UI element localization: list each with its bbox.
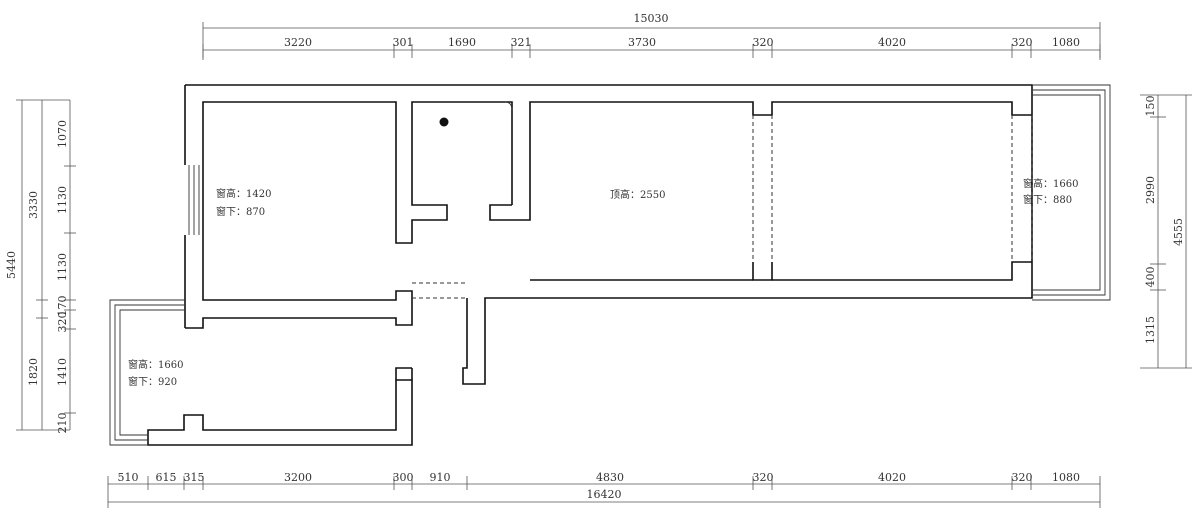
right-overall-label: 4555 (1172, 218, 1185, 246)
bottom-dim-9: 320 (1012, 471, 1033, 484)
bottom-dim-4: 300 (393, 471, 414, 484)
left-inner-5: 1410 (56, 358, 69, 386)
left-inner-1: 1130 (56, 186, 69, 214)
bottom-dim-2: 315 (184, 471, 205, 484)
room-left-line2: 窗下：870 (216, 205, 265, 218)
bottom-dim-1: 615 (156, 471, 177, 484)
top-dim-2: 1690 (448, 36, 476, 49)
top-dim-3: 321 (511, 36, 532, 49)
room-center-line1: 顶高：2550 (610, 188, 665, 201)
top-dim-5: 320 (753, 36, 774, 49)
right-dimensions: 150 2990 400 1315 4555 (1140, 94, 1192, 369)
left-dimensions: 5440 3330 1820 1070 1130 1130 170 320 14… (5, 99, 76, 434)
bottom-dim-7: 320 (753, 471, 774, 484)
left-upper-label: 3330 (27, 191, 40, 219)
left-inner-2: 1130 (56, 253, 69, 281)
top-dim-0: 3220 (284, 36, 312, 49)
room-left-line1: 窗高：1420 (216, 187, 271, 200)
bottom-dim-5: 910 (430, 471, 451, 484)
right-inner-1: 2990 (1144, 176, 1157, 204)
room-right-line1: 窗高：1660 (1023, 177, 1078, 190)
left-inner-3: 170 (56, 296, 69, 317)
room-annotations: 窗高：1420 窗下：870 顶高：2550 窗高：1660 窗下：880 窗高… (128, 177, 1078, 388)
top-dimensions: 15030 3220 301 1690 321 3730 320 4020 32… (202, 12, 1101, 60)
top-total-label: 15030 (634, 12, 669, 25)
left-inner-0: 1070 (56, 120, 69, 148)
right-inner-3: 1315 (1144, 316, 1157, 344)
left-overall-label: 5440 (5, 251, 18, 279)
top-dim-1: 301 (393, 36, 414, 49)
bottom-dim-10: 1080 (1052, 471, 1080, 484)
bottom-dim-0: 510 (118, 471, 139, 484)
bottom-dimensions: 510 615 315 3200 300 910 4830 320 4020 3… (107, 471, 1101, 508)
bottom-dim-8: 4020 (878, 471, 906, 484)
top-dim-8: 1080 (1052, 36, 1080, 49)
floor-drain-icon (439, 117, 449, 127)
top-dim-7: 320 (1012, 36, 1033, 49)
right-inner-2: 400 (1144, 267, 1157, 288)
room-lower-line2: 窗下：920 (128, 375, 177, 388)
room-right-line2: 窗下：880 (1023, 193, 1072, 206)
top-dim-6: 4020 (878, 36, 906, 49)
walls (109, 84, 1111, 446)
bottom-dim-3: 3200 (284, 471, 312, 484)
left-lower-label: 1820 (27, 358, 40, 386)
bottom-dim-6: 4830 (596, 471, 624, 484)
right-inner-0: 150 (1144, 96, 1157, 117)
left-inner-6: 210 (56, 413, 69, 434)
room-lower-line1: 窗高：1660 (128, 358, 183, 371)
bottom-total-label: 16420 (587, 488, 622, 501)
left-inner-4: 320 (56, 312, 69, 333)
top-dim-4: 3730 (628, 36, 656, 49)
